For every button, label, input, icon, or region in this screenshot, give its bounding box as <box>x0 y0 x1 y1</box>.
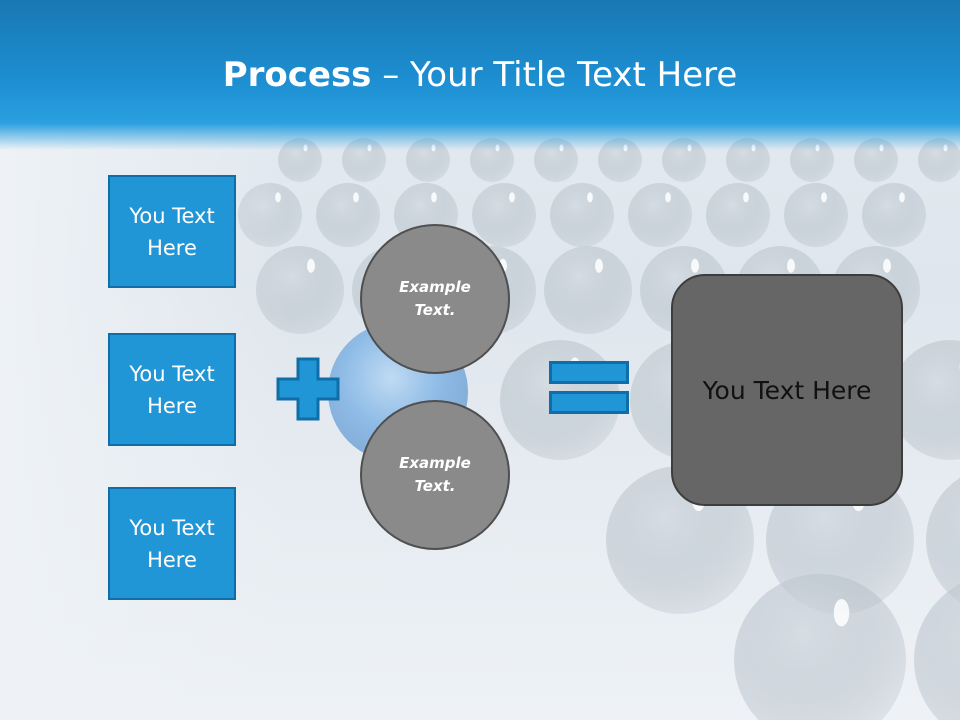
input-box-label: You Text Here <box>129 203 215 260</box>
title-bold: Process <box>222 55 372 95</box>
header-bar <box>0 0 960 150</box>
example-circle-1: Example Text. <box>360 224 510 374</box>
example-circle-2: Example Text. <box>360 400 510 550</box>
example-circle-label: Example Text. <box>399 278 471 319</box>
result-box: You Text Here <box>671 274 903 506</box>
input-box-label: You Text Here <box>129 515 215 572</box>
example-circle-label: Example Text. <box>399 454 471 495</box>
title-rest: – Your Title Text Here <box>371 55 738 95</box>
input-box-label: You Text Here <box>129 361 215 418</box>
result-box-label: You Text Here <box>702 375 872 405</box>
plus-icon <box>276 357 340 421</box>
input-box-1: You Text Here <box>108 175 236 288</box>
slide-title: Process – Your Title Text Here <box>0 52 960 98</box>
input-box-2: You Text Here <box>108 333 236 446</box>
input-box-3: You Text Here <box>108 487 236 600</box>
equals-icon <box>549 361 629 414</box>
